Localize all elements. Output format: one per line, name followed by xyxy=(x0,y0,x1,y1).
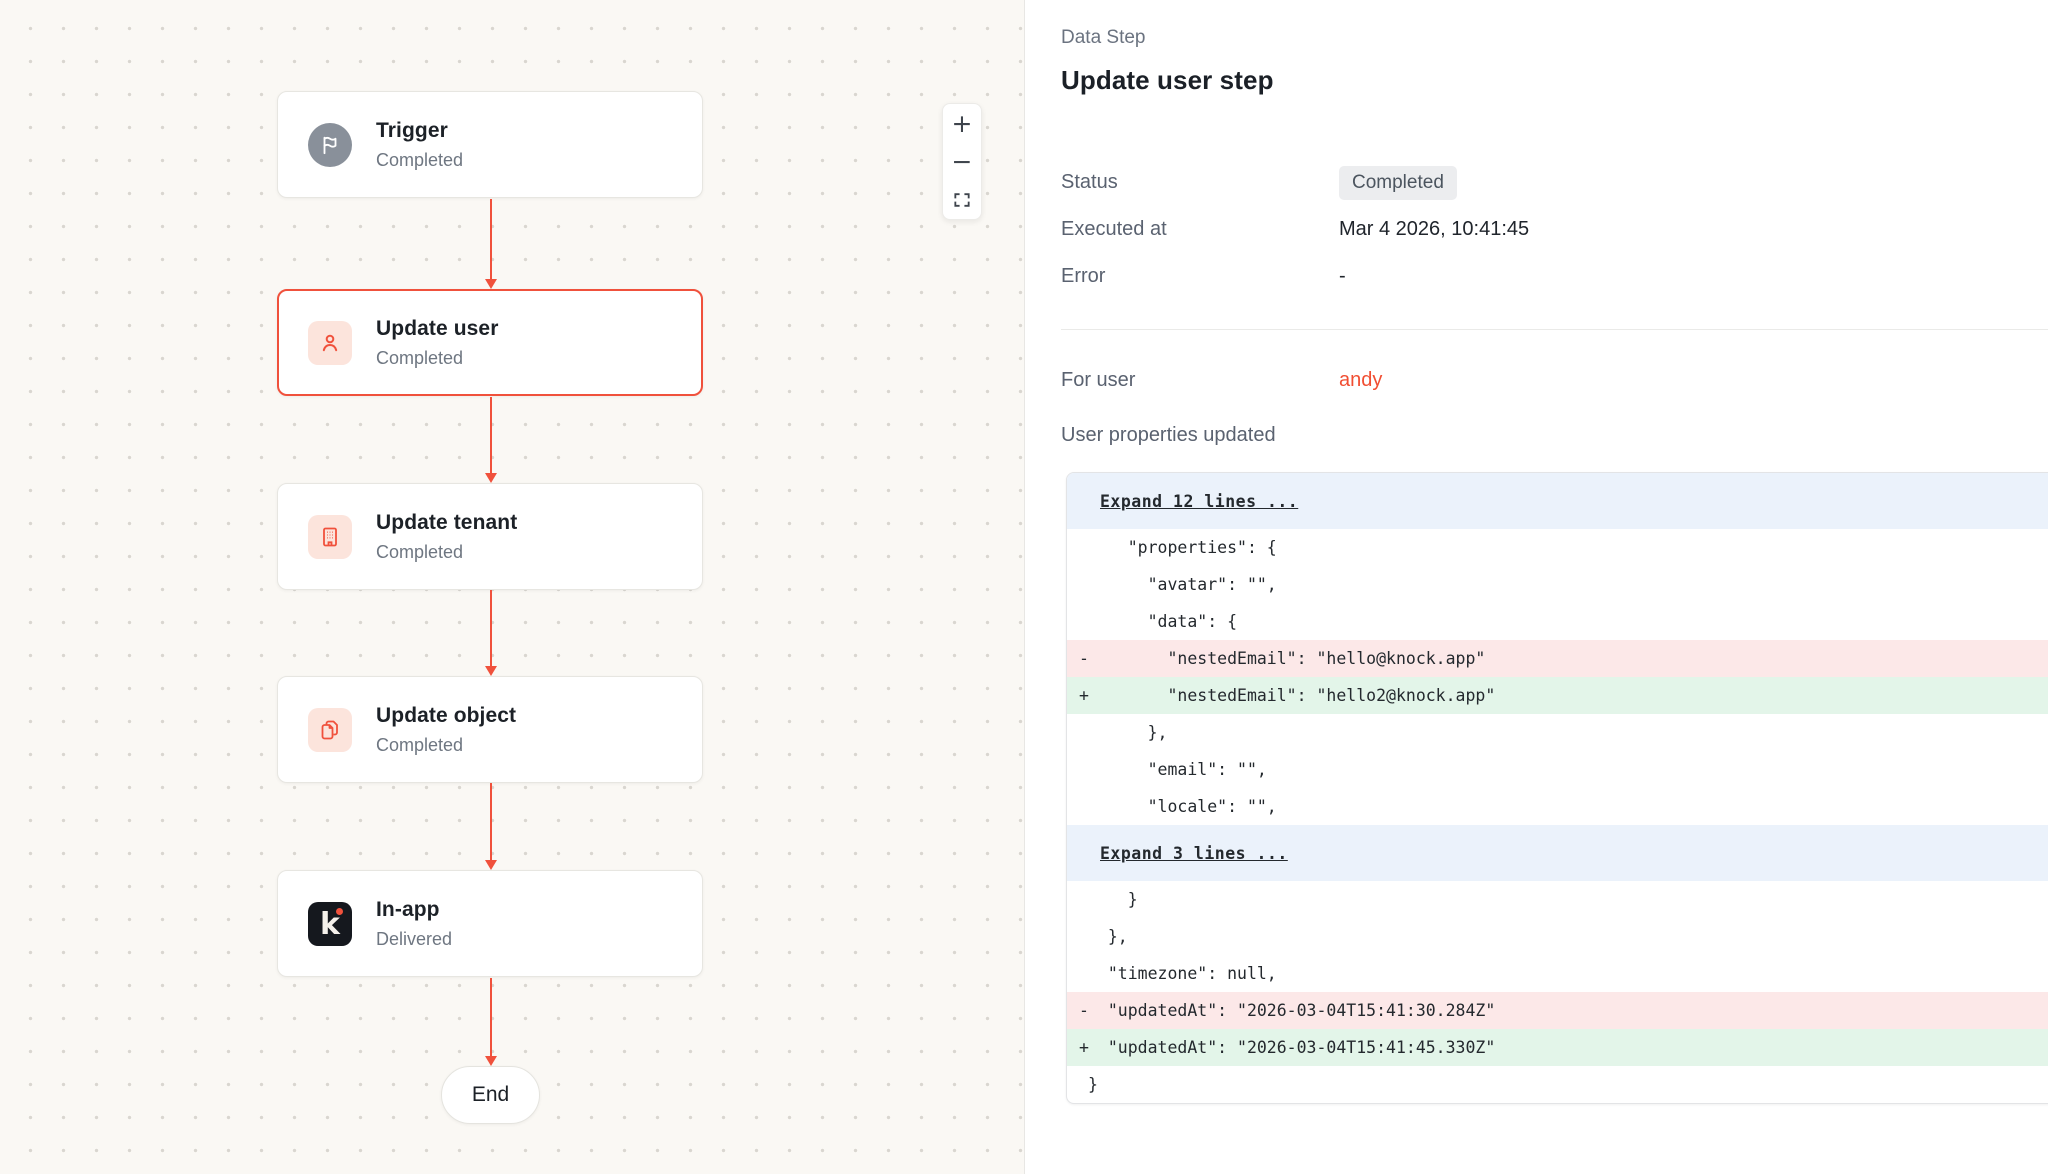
for-user-link[interactable]: andy xyxy=(1339,369,1383,391)
object-icon xyxy=(308,707,352,752)
diff-expand-row[interactable]: Expand 3 lines ... xyxy=(1067,825,2048,881)
diff-line-context: } xyxy=(1067,1066,2048,1103)
diff-code: "locale": "", xyxy=(1088,797,1277,816)
diff-line-removed: - "updatedAt": "2026-03-04T15:41:30.284Z… xyxy=(1067,992,2048,1029)
diff-expand-row[interactable]: Expand 12 lines ... xyxy=(1067,473,2048,529)
connector-arrow xyxy=(484,199,498,289)
node-status: Completed xyxy=(376,150,464,170)
fit-view-button[interactable] xyxy=(943,181,981,219)
connector-arrow xyxy=(484,397,498,483)
meta-value: Mar 4 2026, 10:41:45 xyxy=(1339,218,1530,240)
zoom-in-button[interactable]: + xyxy=(951,108,973,138)
node-title: Update tenant xyxy=(376,511,518,534)
section-divider xyxy=(1061,329,2048,330)
meta-value-cell: Mar 4 2026, 10:41:45 xyxy=(1339,218,2048,241)
diff-line-context: "timezone": null, xyxy=(1067,955,2048,992)
status-badge: Completed xyxy=(1339,165,1457,200)
page-title: Update user step xyxy=(1061,65,1274,95)
diff-line-context: }, xyxy=(1067,918,2048,955)
step-detail-panel: Data Step Update user step Status Complet… xyxy=(1024,0,2048,1174)
expand-lines-link[interactable]: Expand 3 lines ... xyxy=(1100,843,1288,863)
flag-icon xyxy=(308,122,352,167)
meta-value-cell: Completed xyxy=(1339,165,2048,200)
meta-value-cell: - xyxy=(1339,265,2048,288)
diff-sign: - xyxy=(1079,649,1089,668)
building-icon xyxy=(308,514,352,559)
node-status: Completed xyxy=(376,348,464,368)
meta-row-status: Status Completed xyxy=(1061,159,2048,206)
meta-value: - xyxy=(1339,265,1346,287)
diff-code: "nestedEmail": "hello@knock.app" xyxy=(1088,649,1486,668)
node-title: Trigger xyxy=(376,119,448,142)
node-title: In-app xyxy=(376,898,440,921)
meta-label: Error xyxy=(1061,265,1106,287)
diff-line-added: + "updatedAt": "2026-03-04T15:41:45.330Z… xyxy=(1067,1029,2048,1066)
diff-line-context: }, xyxy=(1067,714,2048,751)
diff-line-removed: - "nestedEmail": "hello@knock.app" xyxy=(1067,640,2048,677)
node-status: Completed xyxy=(376,542,464,562)
diff-sign: + xyxy=(1079,686,1089,705)
diff-line-context: "properties": { xyxy=(1067,529,2048,566)
for-user-row: For user andy xyxy=(1061,357,2048,404)
diff-code: "avatar": "", xyxy=(1088,575,1277,594)
diff-code: } xyxy=(1088,1075,1098,1094)
node-status: Completed xyxy=(376,735,464,755)
diff-line-added: + "nestedEmail": "hello2@knock.app" xyxy=(1067,677,2048,714)
diff-code: "timezone": null, xyxy=(1088,964,1277,983)
diff-code: "updatedAt": "2026-03-04T15:41:45.330Z" xyxy=(1088,1038,1496,1057)
meta-label: Executed at xyxy=(1061,218,1167,240)
diff-code: "updatedAt": "2026-03-04T15:41:30.284Z" xyxy=(1088,1001,1496,1020)
diff-sign: - xyxy=(1079,1001,1089,1020)
for-user-label: For user xyxy=(1061,369,1136,391)
node-title: Update object xyxy=(376,704,517,727)
diff-code: "properties": { xyxy=(1088,538,1277,557)
meta-label: Status xyxy=(1061,171,1118,193)
node-status: Delivered xyxy=(376,929,453,949)
meta-row-executed-at: Executed at Mar 4 2026, 10:41:45 xyxy=(1061,206,2048,253)
diff-sign: + xyxy=(1079,1038,1089,1057)
diff-line-context: "data": { xyxy=(1067,603,2048,640)
diff-code: "email": "", xyxy=(1088,760,1267,779)
diff-line-context: "avatar": "", xyxy=(1067,566,2048,603)
user-properties-diff: Expand 12 lines ... "properties": { "ava… xyxy=(1066,472,2048,1104)
expand-lines-link[interactable]: Expand 12 lines ... xyxy=(1100,491,1299,511)
diff-line-context: "email": "", xyxy=(1067,751,2048,788)
node-end[interactable]: End xyxy=(441,1066,540,1124)
node-title: Update user xyxy=(376,317,499,340)
step-type-label: Data Step xyxy=(1061,27,1146,48)
end-label: End xyxy=(471,1083,510,1106)
diff-code: }, xyxy=(1088,723,1168,742)
zoom-out-button[interactable]: − xyxy=(951,146,973,176)
diff-code: } xyxy=(1088,890,1138,909)
diff-section-title: User properties updated xyxy=(1061,424,1276,446)
connector-arrow xyxy=(484,978,498,1066)
diff-code: "data": { xyxy=(1088,612,1238,631)
user-icon xyxy=(308,320,352,365)
knock-icon: k xyxy=(308,901,352,946)
connector-arrow xyxy=(484,783,498,870)
connector-arrow xyxy=(484,590,498,676)
fit-view-icon xyxy=(952,190,972,210)
meta-row-error: Error - xyxy=(1061,253,2048,300)
diff-code: "nestedEmail": "hello2@knock.app" xyxy=(1088,686,1496,705)
diff-line-context: } xyxy=(1067,881,2048,918)
canvas-zoom-controls: + − xyxy=(942,103,982,220)
diff-code: }, xyxy=(1088,927,1128,946)
diff-line-context: "locale": "", xyxy=(1067,788,2048,825)
